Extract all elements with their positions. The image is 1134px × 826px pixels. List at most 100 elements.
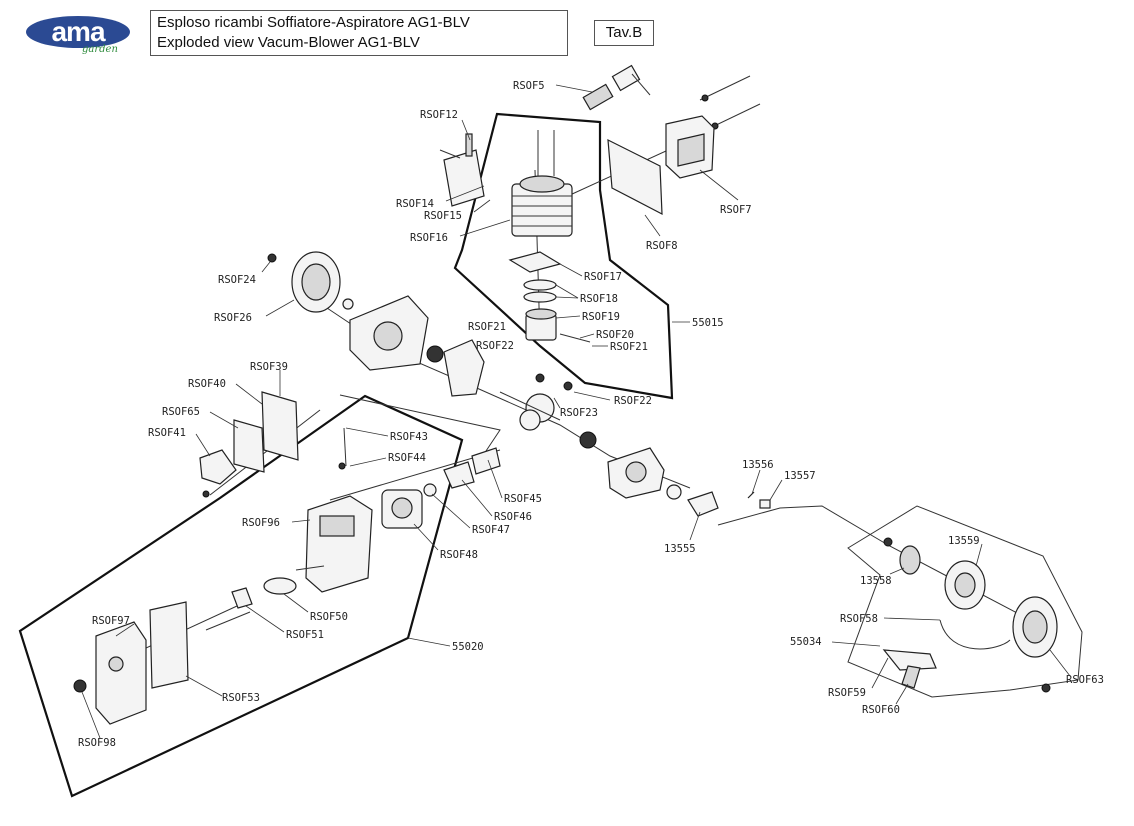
starter-cover-part bbox=[1012, 596, 1058, 693]
pawl-part bbox=[759, 499, 771, 509]
crankcase-left-part bbox=[349, 295, 429, 371]
leader-RSOF8 bbox=[644, 214, 661, 237]
leader-13559 bbox=[975, 543, 983, 567]
leader-RSOF47 bbox=[431, 493, 471, 529]
label-RSOF14: RSOF14 bbox=[396, 198, 434, 210]
leader-13555 bbox=[689, 511, 701, 541]
label-55015: 55015 bbox=[692, 317, 724, 329]
title-box: Esploso ricambi Soffiatore-Aspiratore AG… bbox=[150, 10, 568, 56]
bearing-right bbox=[579, 431, 597, 449]
leader-RSOF48 bbox=[413, 523, 439, 551]
heat-shield-part bbox=[607, 138, 663, 216]
label-RSOF50: RSOF50 bbox=[310, 611, 348, 623]
axis-line-filter bbox=[339, 394, 501, 461]
intake-flange-part bbox=[439, 133, 485, 207]
leader-RSOF58 bbox=[883, 617, 941, 621]
starter-handle-part bbox=[882, 649, 937, 689]
logo-subtext: garden bbox=[82, 44, 118, 55]
insulator-part bbox=[471, 447, 501, 475]
carb-spacer-1 bbox=[423, 483, 437, 497]
spark-plug-part bbox=[582, 64, 651, 111]
starter-pulley-part bbox=[687, 491, 719, 517]
leader-RSOF53 bbox=[185, 675, 223, 697]
label-13559: 13559 bbox=[948, 535, 980, 547]
label-RSOF15: RSOF15 bbox=[424, 210, 462, 222]
leader-RSOF63 bbox=[1049, 649, 1071, 677]
label-13557: 13557 bbox=[784, 470, 816, 482]
label-RSOF22-left: RSOF22 bbox=[476, 340, 514, 352]
crankcase-gasket-part bbox=[443, 339, 485, 397]
crankshaft-part bbox=[499, 373, 573, 431]
leader-RSOF12 bbox=[461, 119, 471, 141]
leader-RSOF18a bbox=[555, 284, 579, 299]
crankcase-right-part bbox=[607, 447, 665, 499]
label-RSOF21-left: RSOF21 bbox=[468, 321, 506, 333]
label-RSOF58: RSOF58 bbox=[840, 613, 878, 625]
leader-RSOF40 bbox=[235, 383, 263, 405]
filter-element-part bbox=[263, 577, 297, 595]
leader-RSOF50 bbox=[283, 593, 309, 613]
label-RSOF59: RSOF59 bbox=[828, 687, 866, 699]
title-italian: Esploso ricambi Soffiatore-Aspiratore AG… bbox=[157, 14, 470, 31]
leader-RSOF5 bbox=[555, 84, 593, 93]
label-RSOF40: RSOF40 bbox=[188, 378, 226, 390]
label-RSOF53: RSOF53 bbox=[222, 692, 260, 704]
leader-RSOF96 bbox=[291, 519, 311, 523]
axis-line-bracket bbox=[209, 409, 321, 496]
label-RSOF45: RSOF45 bbox=[504, 493, 542, 505]
leader-RSOF14 bbox=[445, 185, 485, 202]
air-filter-housing-part bbox=[295, 495, 373, 593]
label-RSOF39: RSOF39 bbox=[250, 361, 288, 373]
label-RSOF19: RSOF19 bbox=[582, 311, 620, 323]
leader-RSOF43 bbox=[345, 427, 389, 437]
label-13558: 13558 bbox=[860, 575, 892, 587]
carb-stud-part bbox=[343, 427, 347, 467]
leader-RSOF24 bbox=[261, 261, 271, 273]
leader-13556 bbox=[751, 469, 761, 495]
leader-13557 bbox=[769, 479, 783, 501]
label-13555: 13555 bbox=[664, 543, 696, 555]
label-RSOF18: RSOF18 bbox=[580, 293, 618, 305]
label-RSOF41: RSOF41 bbox=[148, 427, 186, 439]
leader-RSOF60 bbox=[895, 683, 909, 705]
muffler-part bbox=[665, 115, 715, 179]
muffler-bolts-part bbox=[699, 75, 761, 130]
leader-RSOF15 bbox=[473, 199, 491, 213]
leader-13558 bbox=[889, 567, 905, 575]
leader-RSOF44 bbox=[349, 457, 387, 467]
axis-line-starter bbox=[717, 505, 1041, 626]
leader-55034 bbox=[831, 641, 881, 647]
group-outline-55020 bbox=[18, 394, 464, 798]
label-55020: 55020 bbox=[452, 641, 484, 653]
carburetor-part bbox=[381, 489, 423, 529]
label-RSOF63: RSOF63 bbox=[1066, 674, 1104, 686]
outer-cover-part bbox=[95, 621, 147, 725]
label-RSOF16: RSOF16 bbox=[410, 232, 448, 244]
label-RSOF22-right: RSOF22 bbox=[614, 395, 652, 407]
leader-RSOF98 bbox=[81, 691, 101, 739]
cylinder-gasket-part bbox=[508, 251, 562, 273]
axis-line-carb bbox=[329, 449, 501, 501]
starter-rope-part bbox=[939, 619, 1011, 650]
carb-gasket-part bbox=[443, 461, 475, 489]
flywheel-part bbox=[267, 251, 354, 313]
leader-55020 bbox=[407, 637, 451, 647]
logo-text: ama bbox=[51, 16, 105, 47]
label-RSOF17: RSOF17 bbox=[584, 271, 622, 283]
piston-ring-2 bbox=[523, 291, 557, 303]
label-RSOF48: RSOF48 bbox=[440, 549, 478, 561]
label-RSOF46: RSOF46 bbox=[494, 511, 532, 523]
group-outline-55015 bbox=[453, 112, 674, 400]
bearing-left bbox=[426, 345, 444, 363]
label-RSOF12: RSOF12 bbox=[420, 109, 458, 121]
starter-reel-part bbox=[883, 537, 986, 610]
label-RSOF98: RSOF98 bbox=[78, 737, 116, 749]
label-55034: 55034 bbox=[790, 636, 822, 648]
filter-plate-part bbox=[149, 601, 189, 689]
leader-RSOF18b bbox=[555, 296, 579, 299]
leader-RSOF59 bbox=[871, 657, 889, 689]
label-RSOF20: RSOF20 bbox=[596, 329, 634, 341]
label-RSOF8: RSOF8 bbox=[646, 240, 678, 252]
label-RSOF47: RSOF47 bbox=[472, 524, 510, 536]
